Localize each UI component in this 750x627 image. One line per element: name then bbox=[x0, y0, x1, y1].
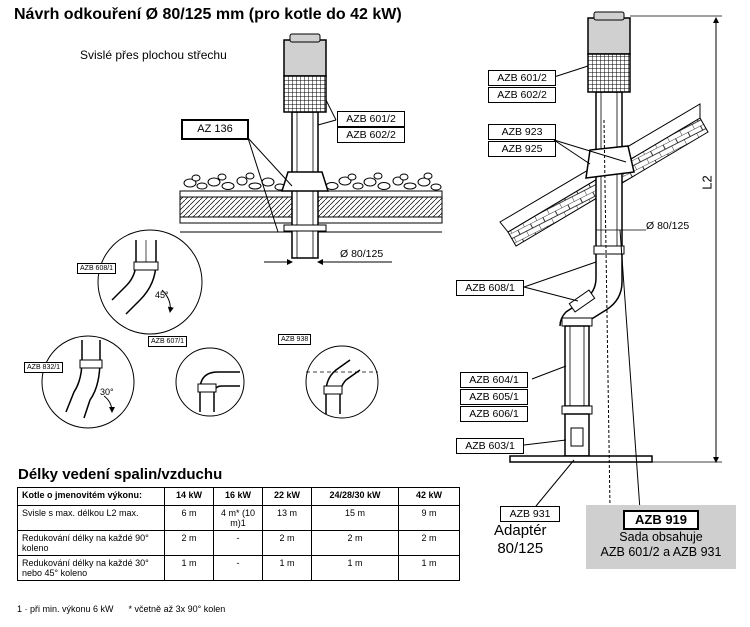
table-cell: 1 m bbox=[311, 555, 399, 581]
table-cell: 1 m bbox=[398, 555, 460, 581]
row-label: Redukování délky na každé 30° nebo 45° k… bbox=[17, 555, 165, 581]
table-cell: 2 m bbox=[311, 530, 399, 556]
kit-info-box: AZB 919 Sada obsahuje AZB 601/2 a AZB 93… bbox=[586, 505, 736, 569]
table-cell: 15 m bbox=[311, 505, 399, 531]
table-cell: 6 m bbox=[164, 505, 214, 531]
label-azb925: AZB 925 bbox=[488, 141, 556, 157]
label-azb601-2: AZB 601/2 bbox=[488, 70, 556, 86]
label-azb601-2-flat: AZB 601/2 bbox=[337, 111, 405, 127]
label-azb931: AZB 931 bbox=[500, 506, 560, 522]
table-cell: 1 m bbox=[164, 555, 214, 581]
label-azb602-2: AZB 602/2 bbox=[488, 87, 556, 103]
table-row: Redukování délky na každé 30° nebo 45° k… bbox=[17, 555, 460, 581]
label-azb603-1: AZB 603/1 bbox=[456, 438, 524, 454]
adapter-caption: Adaptér 80/125 bbox=[494, 522, 547, 558]
label-azb923: AZB 923 bbox=[488, 124, 556, 140]
elbow-90-detail bbox=[175, 347, 245, 417]
label-azb607-1: AZB 607/1 bbox=[148, 336, 188, 347]
label-azb938: AZB 938 bbox=[278, 334, 312, 345]
table-row: Svisle s max. délkou L2 max. 6 m 4 m* (1… bbox=[17, 505, 460, 531]
flat-roof-flue bbox=[179, 33, 443, 265]
table-cell: 4 m* (10 m)1 bbox=[213, 505, 263, 531]
kit-line2: AZB 601/2 a AZB 931 bbox=[600, 545, 722, 559]
table-cell: - bbox=[213, 555, 263, 581]
label-azb608-1: AZB 608/1 bbox=[456, 280, 524, 296]
header-42kw: 42 kW bbox=[398, 487, 460, 506]
row-label: Redukování délky na každé 90° koleno bbox=[17, 530, 165, 556]
label-az136: AZ 136 bbox=[181, 119, 249, 140]
table-cell: 2 m bbox=[398, 530, 460, 556]
adapter-line2: 80/125 bbox=[497, 540, 544, 557]
header-16kw: 16 kW bbox=[213, 487, 263, 506]
table-cell: 2 m bbox=[262, 530, 312, 556]
gravel-layer bbox=[183, 172, 442, 191]
header-24-28-30kw: 24/28/30 kW bbox=[311, 487, 399, 506]
label-azb605-1: AZB 605/1 bbox=[460, 389, 528, 405]
flue-length-table: Kotle o jmenovitém výkonu: 14 kW 16 kW 2… bbox=[17, 487, 460, 581]
label-diameter-pitched: Ø 80/125 bbox=[646, 220, 690, 232]
label-l2: L2 bbox=[699, 175, 715, 190]
adapter-line1: Adaptér bbox=[494, 522, 547, 539]
table-header-row: Kotle o jmenovitém výkonu: 14 kW 16 kW 2… bbox=[17, 487, 460, 506]
elbow-30-detail bbox=[41, 335, 135, 429]
elbow-45-detail bbox=[97, 229, 203, 335]
flat-roof-subtitle: Svislé přes plochou střechu bbox=[80, 48, 227, 62]
table-cell: 2 m bbox=[164, 530, 214, 556]
row-label: Svisle s max. délkou L2 max. bbox=[17, 505, 165, 531]
footnote-2: * včetně až 3x 90° kolen bbox=[128, 604, 226, 614]
label-azb608-1-detail: AZB 608/1 bbox=[77, 263, 117, 274]
elbow-double-45-detail bbox=[305, 345, 379, 419]
label-azb832-1: AZB 832/1 bbox=[24, 362, 64, 373]
table-cell: 13 m bbox=[262, 505, 312, 531]
table-cell: 1 m bbox=[262, 555, 312, 581]
label-azb604-1: AZB 604/1 bbox=[460, 372, 528, 388]
label-azb606-1: AZB 606/1 bbox=[460, 406, 528, 422]
label-angle-30: 30° bbox=[100, 387, 114, 397]
pitched-roof-flue bbox=[499, 11, 722, 511]
kit-line1: Sada obsahuje bbox=[619, 530, 703, 544]
footnote-1: 1 · při min. výkonu 6 kW bbox=[17, 604, 114, 614]
header-boiler-output: Kotle o jmenovitém výkonu: bbox=[17, 487, 165, 506]
header-14kw: 14 kW bbox=[164, 487, 214, 506]
page-title: Návrh odkouření Ø 80/125 mm (pro kotle d… bbox=[14, 6, 402, 23]
kit-code: AZB 919 bbox=[622, 510, 700, 530]
table-cell: - bbox=[213, 530, 263, 556]
label-azb602-2-flat: AZB 602/2 bbox=[337, 127, 405, 143]
table-title: Délky vedení spalin/vzduchu bbox=[18, 466, 223, 483]
label-angle-45: 45° bbox=[155, 290, 169, 300]
table-cell: 9 m bbox=[398, 505, 460, 531]
table-footnotes: 1 · při min. výkonu 6 kW * včetně až 3x … bbox=[17, 604, 225, 614]
table-row: Redukování délky na každé 90° koleno 2 m… bbox=[17, 530, 460, 556]
label-diameter-flat: Ø 80/125 bbox=[340, 248, 384, 260]
header-22kw: 22 kW bbox=[262, 487, 312, 506]
